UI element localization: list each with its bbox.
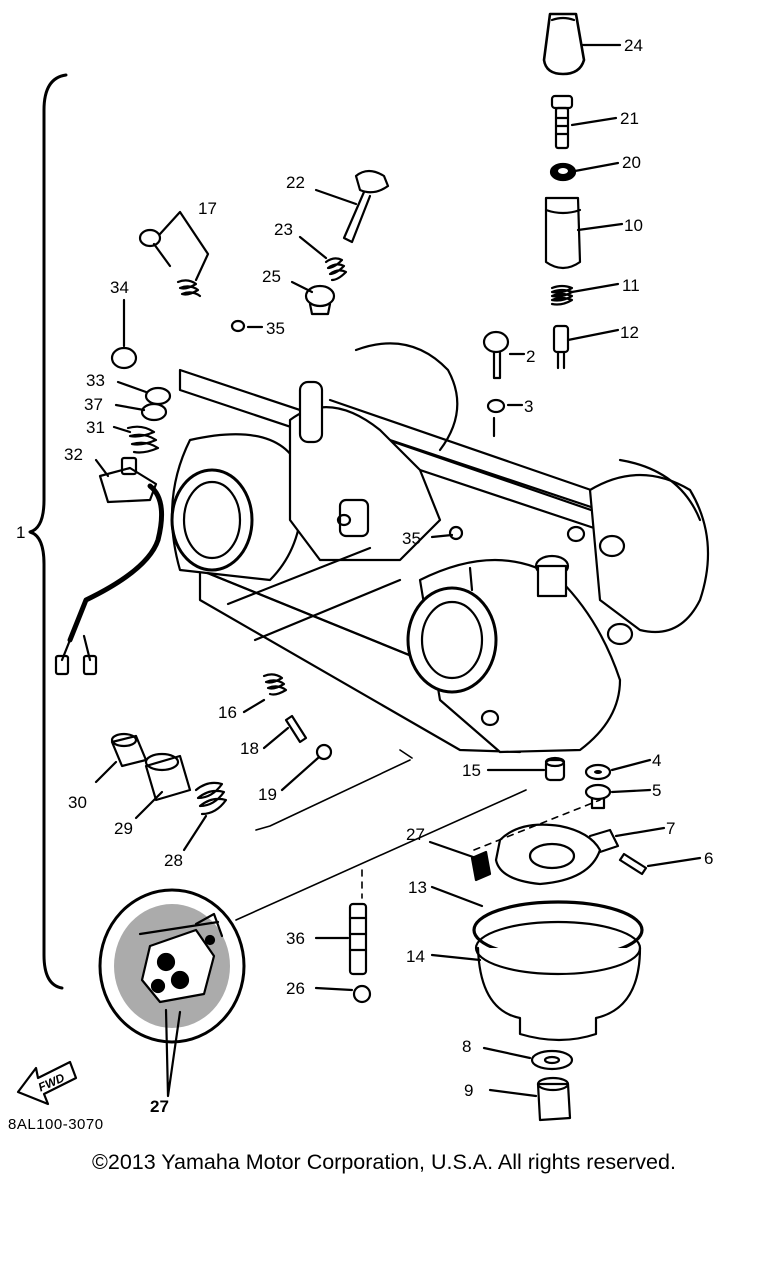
part-28-spring [194, 781, 228, 816]
part-5-screw [584, 783, 612, 810]
part-35-oring-top [230, 319, 246, 333]
callout-29: 29 [114, 819, 133, 838]
part-22-screw [342, 169, 390, 244]
callout-22: 22 [286, 173, 305, 192]
callout-15: 15 [462, 761, 481, 780]
callout-21: 21 [620, 109, 639, 128]
callout-30: 30 [68, 793, 87, 812]
part-29-cup [144, 752, 192, 802]
callout-3: 3 [524, 397, 533, 416]
copyright-notice: ©2013 Yamaha Motor Corporation, U.S.A. A… [92, 1150, 676, 1174]
part-15-jet [544, 756, 566, 782]
callout-2: 2 [526, 347, 535, 366]
assembly-brace [28, 73, 68, 990]
callout-33: 33 [86, 371, 105, 390]
part-23-spring [324, 257, 348, 282]
callout-6: 6 [704, 849, 713, 868]
part-24-cap [542, 12, 586, 76]
callout-23: 23 [274, 220, 293, 239]
callout-18: 18 [240, 739, 259, 758]
callout-10: 10 [624, 216, 643, 235]
part-19-ball [315, 743, 333, 761]
callout-11: 11 [622, 276, 640, 295]
part-6-pin [618, 852, 648, 876]
callout-28: 28 [164, 851, 183, 870]
part-27-detail-view [98, 888, 246, 1044]
part-11-spring [550, 284, 574, 306]
part-33-washer [144, 386, 172, 406]
part-7-float [494, 823, 620, 886]
part-18-pin [284, 714, 308, 744]
callout-26: 26 [286, 979, 305, 998]
part-25-screw [304, 284, 336, 316]
callout-36: 36 [286, 929, 305, 948]
callout-27a: 27 [406, 825, 425, 844]
part-31-spring [126, 425, 160, 454]
callout-17: 17 [198, 199, 217, 218]
callout-19: 19 [258, 785, 277, 804]
callout-37: 37 [84, 395, 103, 414]
callout-35b: 35 [402, 529, 421, 548]
callout-24: 24 [624, 36, 643, 55]
callout-9: 9 [464, 1081, 473, 1100]
part-17-screw [138, 228, 202, 298]
part-36-jet [348, 902, 368, 976]
part-2-screw [482, 330, 510, 380]
part-12-needle [552, 324, 570, 370]
part-27-screw [470, 850, 492, 882]
callout-4: 4 [652, 751, 661, 770]
diagram-reference-code: 8AL100-3070 [8, 1116, 104, 1133]
callout-12: 12 [620, 323, 639, 342]
part-32-starter [54, 456, 165, 676]
callout-20: 20 [622, 153, 641, 172]
part-16-spring [262, 673, 288, 696]
part-9-plug [536, 1076, 572, 1122]
callout-27b: 27 [150, 1097, 169, 1116]
part-21-holder [550, 94, 574, 150]
part-26-jet [352, 984, 372, 1004]
carburetor-body [170, 342, 710, 754]
part-14-bowl [474, 920, 642, 1042]
callout-5: 5 [652, 781, 661, 800]
callout-14: 14 [406, 947, 425, 966]
callout-1: 1 [16, 523, 25, 542]
part-3-oring [486, 398, 506, 438]
callout-16: 16 [218, 703, 237, 722]
part-8-washer [530, 1049, 574, 1071]
fwd-arrow-icon: FWD [16, 1060, 78, 1106]
callout-32: 32 [64, 445, 83, 464]
callout-34: 34 [110, 278, 129, 297]
part-34-cap [110, 346, 138, 370]
part-10-piston [544, 196, 582, 270]
part-37-washer [140, 402, 168, 422]
callout-35a: 35 [266, 319, 285, 338]
callout-8: 8 [462, 1037, 471, 1056]
callout-labels: 1 2 3 4 5 6 7 8 9 10 11 12 13 14 15 16 1… [16, 36, 713, 1116]
part-30-sleeve [110, 732, 148, 768]
callout-25: 25 [262, 267, 281, 286]
callout-13: 13 [408, 878, 427, 897]
part-35-oring-mid [448, 525, 464, 541]
callout-7: 7 [666, 819, 675, 838]
callout-31: 31 [86, 418, 105, 437]
